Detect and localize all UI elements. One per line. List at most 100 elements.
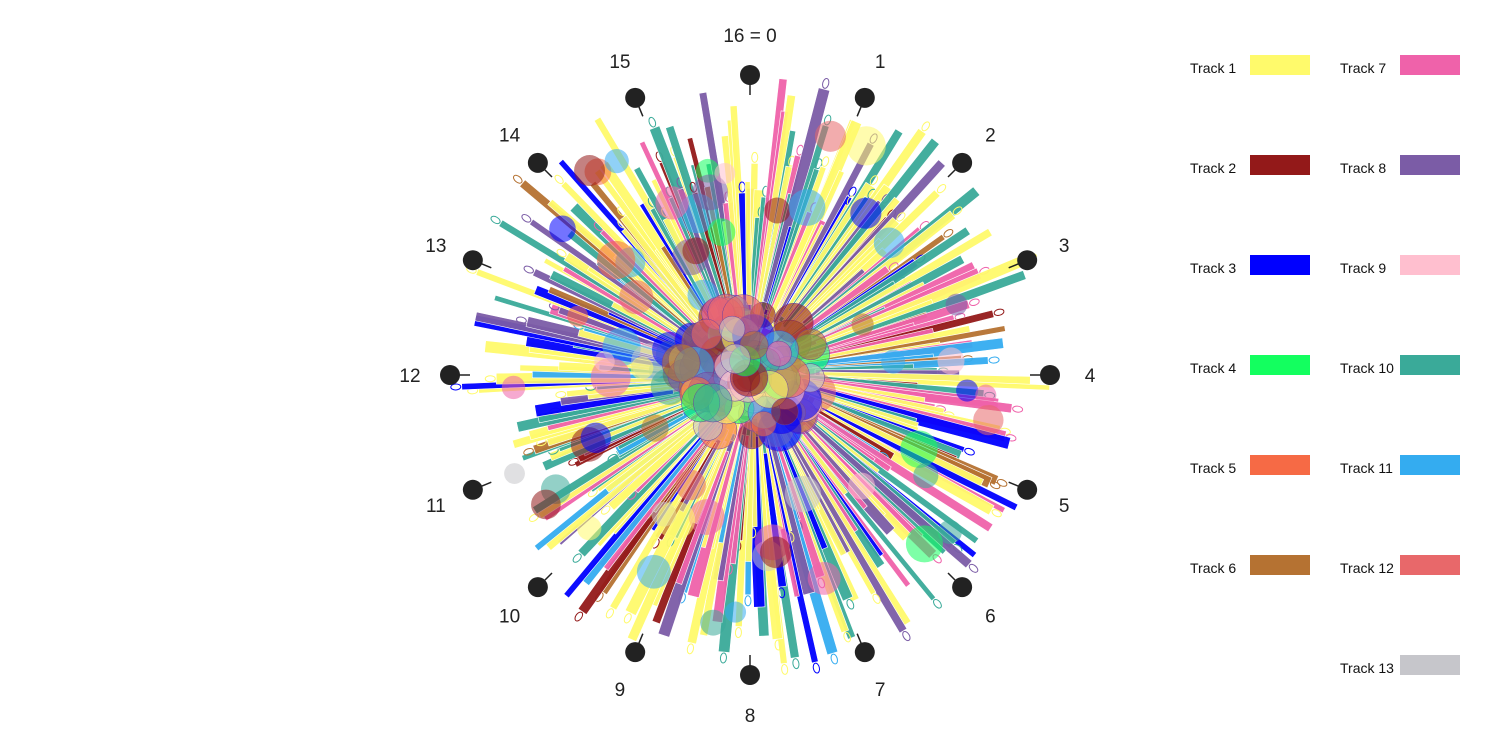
scatter-circle <box>574 155 606 187</box>
legend-label: Track 9 <box>1340 260 1387 276</box>
dial-marker <box>952 577 973 598</box>
circles-layer <box>501 120 1004 636</box>
scatter-circle <box>619 280 654 315</box>
scatter-circle <box>577 516 602 541</box>
center-circle <box>691 318 722 350</box>
legend-label: Track 1 <box>1190 60 1237 76</box>
center-circle <box>765 340 792 367</box>
scatter-circle <box>850 197 882 229</box>
scatter-circle <box>641 414 669 442</box>
dial-label: 15 <box>609 52 630 73</box>
center-circle <box>750 411 777 437</box>
scatter-circle <box>580 422 612 454</box>
scatter-circle <box>655 186 689 220</box>
legend-swatch <box>1250 255 1310 275</box>
legend-label: Track 13 <box>1340 660 1394 676</box>
dial-label: 3 <box>1059 236 1070 257</box>
scatter-circle <box>596 240 636 280</box>
dial-marker <box>440 365 460 385</box>
legend-label: Track 4 <box>1190 360 1237 376</box>
scatter-circle <box>814 120 847 152</box>
dial-label: 14 <box>499 126 521 147</box>
scatter-circle <box>700 609 727 636</box>
dial-label: 13 <box>425 236 446 257</box>
dial-marker <box>625 642 646 663</box>
legend-swatch <box>1400 155 1460 175</box>
dial-label: 5 <box>1059 496 1070 517</box>
legend-label: Track 2 <box>1190 160 1237 176</box>
legend-label: Track 10 <box>1340 360 1394 376</box>
scatter-circle <box>636 554 671 589</box>
legend-item: Track 13 <box>1335 650 1465 676</box>
legend-swatch <box>1250 455 1310 475</box>
dial-label: 10 <box>499 606 520 627</box>
dial-marker <box>854 87 875 108</box>
legend-item: Track 9 <box>1335 250 1465 276</box>
legend-label: Track 11 <box>1340 460 1393 476</box>
dial-marker <box>740 665 760 685</box>
dial-label: 12 <box>399 366 420 387</box>
center-circle <box>693 383 733 423</box>
legend-item: Track 11 <box>1335 450 1465 476</box>
legend-swatch <box>1400 55 1460 75</box>
scatter-circle <box>604 149 629 174</box>
scatter-circle <box>675 469 706 501</box>
scatter-circle <box>784 475 822 513</box>
center-circle <box>718 315 746 343</box>
center-circle <box>795 328 827 361</box>
scatter-circle <box>759 536 792 569</box>
scatter-circle <box>807 561 841 595</box>
legend-swatch <box>1250 355 1310 375</box>
legend-item: Track 7 <box>1335 50 1465 76</box>
scatter-circle <box>504 463 525 484</box>
dial-marker <box>1040 365 1060 385</box>
dial-marker <box>527 577 548 598</box>
dial-label: 1 <box>875 52 886 73</box>
scatter-circle <box>973 404 1004 436</box>
scatter-circle <box>594 351 615 372</box>
legend-swatch <box>1400 555 1460 575</box>
scatter-circle <box>900 430 938 468</box>
dial-label: 2 <box>985 126 996 147</box>
dial-marker <box>462 250 483 271</box>
legend-item: Track 5 <box>1185 450 1315 476</box>
scatter-circle <box>682 237 710 265</box>
legend-label: Track 8 <box>1340 160 1387 176</box>
legend-item: Track 12 <box>1335 550 1465 576</box>
legend-swatch <box>1250 55 1310 75</box>
scatter-circle <box>975 384 997 406</box>
legend-item: Track 8 <box>1335 150 1465 176</box>
scatter-circle <box>630 356 654 380</box>
legend-swatch <box>1250 555 1310 575</box>
dial-marker <box>625 87 646 108</box>
legend-label: Track 5 <box>1190 460 1237 476</box>
scatter-circle <box>905 525 943 563</box>
legend-label: Track 6 <box>1190 560 1237 576</box>
center-circle <box>661 343 701 383</box>
legend-item: Track 3 <box>1185 250 1315 276</box>
legend-item: Track 4 <box>1185 350 1315 376</box>
scatter-circle <box>937 519 962 545</box>
legend-item: Track 2 <box>1185 150 1315 176</box>
dial-marker <box>952 152 973 173</box>
scatter-circle <box>945 293 968 316</box>
scatter-circle <box>531 489 561 520</box>
scatter-circle <box>846 126 886 166</box>
dial-label: 7 <box>875 680 886 701</box>
dial-marker <box>527 152 548 173</box>
legend-swatch <box>1400 655 1460 675</box>
legend-item: Track 6 <box>1185 550 1315 576</box>
dial-marker <box>1017 479 1038 500</box>
scatter-circle <box>707 218 736 247</box>
legend-item: Track 10 <box>1335 350 1465 376</box>
scatter-circle <box>714 162 736 184</box>
scatter-circle <box>656 500 696 540</box>
legend-swatch <box>1400 355 1460 375</box>
scatter-circle <box>956 379 979 402</box>
scatter-circle <box>692 174 729 211</box>
dial-label: 6 <box>985 606 996 627</box>
legend-swatch <box>1250 155 1310 175</box>
dial-marker <box>740 65 760 85</box>
legend-swatch <box>1400 255 1460 275</box>
